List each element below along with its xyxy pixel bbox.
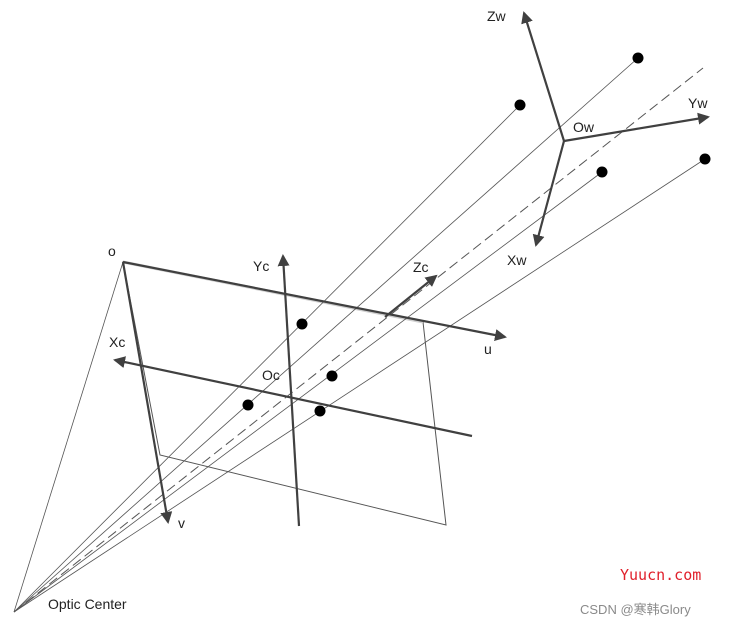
world-point-2	[632, 52, 644, 64]
label-zc: Zc	[413, 259, 429, 275]
label-xw: Xw	[507, 252, 527, 268]
yc-axis	[277, 254, 301, 527]
ray-upper-edge	[13, 261, 124, 613]
u-axis	[122, 260, 507, 341]
image-plane	[122, 261, 447, 526]
zc-axis	[384, 274, 438, 318]
watermark-author: CSDN @寒韩Glory	[580, 602, 691, 617]
optical-axis	[13, 67, 704, 613]
label-yw: Yw	[688, 95, 708, 111]
label-optic-center: Optic Center	[48, 596, 127, 612]
ray-to-point-4	[13, 158, 706, 613]
world-point-1	[514, 99, 526, 111]
world-points	[514, 52, 711, 178]
world-point-3	[596, 166, 608, 178]
ray-to-point-2	[13, 57, 639, 613]
image-point-4	[314, 405, 326, 417]
v-axis	[121, 261, 173, 524]
image-point-1	[296, 318, 308, 330]
label-v: v	[178, 515, 185, 531]
label-yc: Yc	[253, 258, 269, 274]
xw-axis	[532, 140, 566, 247]
projection-rays	[13, 57, 706, 613]
image-point-2	[326, 370, 338, 382]
label-xc: Xc	[109, 334, 125, 350]
label-u: u	[484, 341, 492, 357]
zw-axis	[521, 11, 566, 142]
label-ow: Ow	[573, 119, 595, 135]
watermark-site: Yuucn.com	[620, 566, 701, 584]
xc-axis	[113, 356, 473, 438]
label-o: o	[108, 243, 116, 259]
label-oc: Oc	[262, 367, 280, 383]
yw-axis	[563, 112, 710, 143]
ray-to-point-3	[13, 171, 603, 613]
world-point-4	[699, 153, 711, 165]
image-point-3	[242, 399, 254, 411]
image-points	[242, 318, 338, 417]
label-zw: Zw	[487, 8, 507, 24]
ray-to-point-1	[13, 104, 521, 613]
